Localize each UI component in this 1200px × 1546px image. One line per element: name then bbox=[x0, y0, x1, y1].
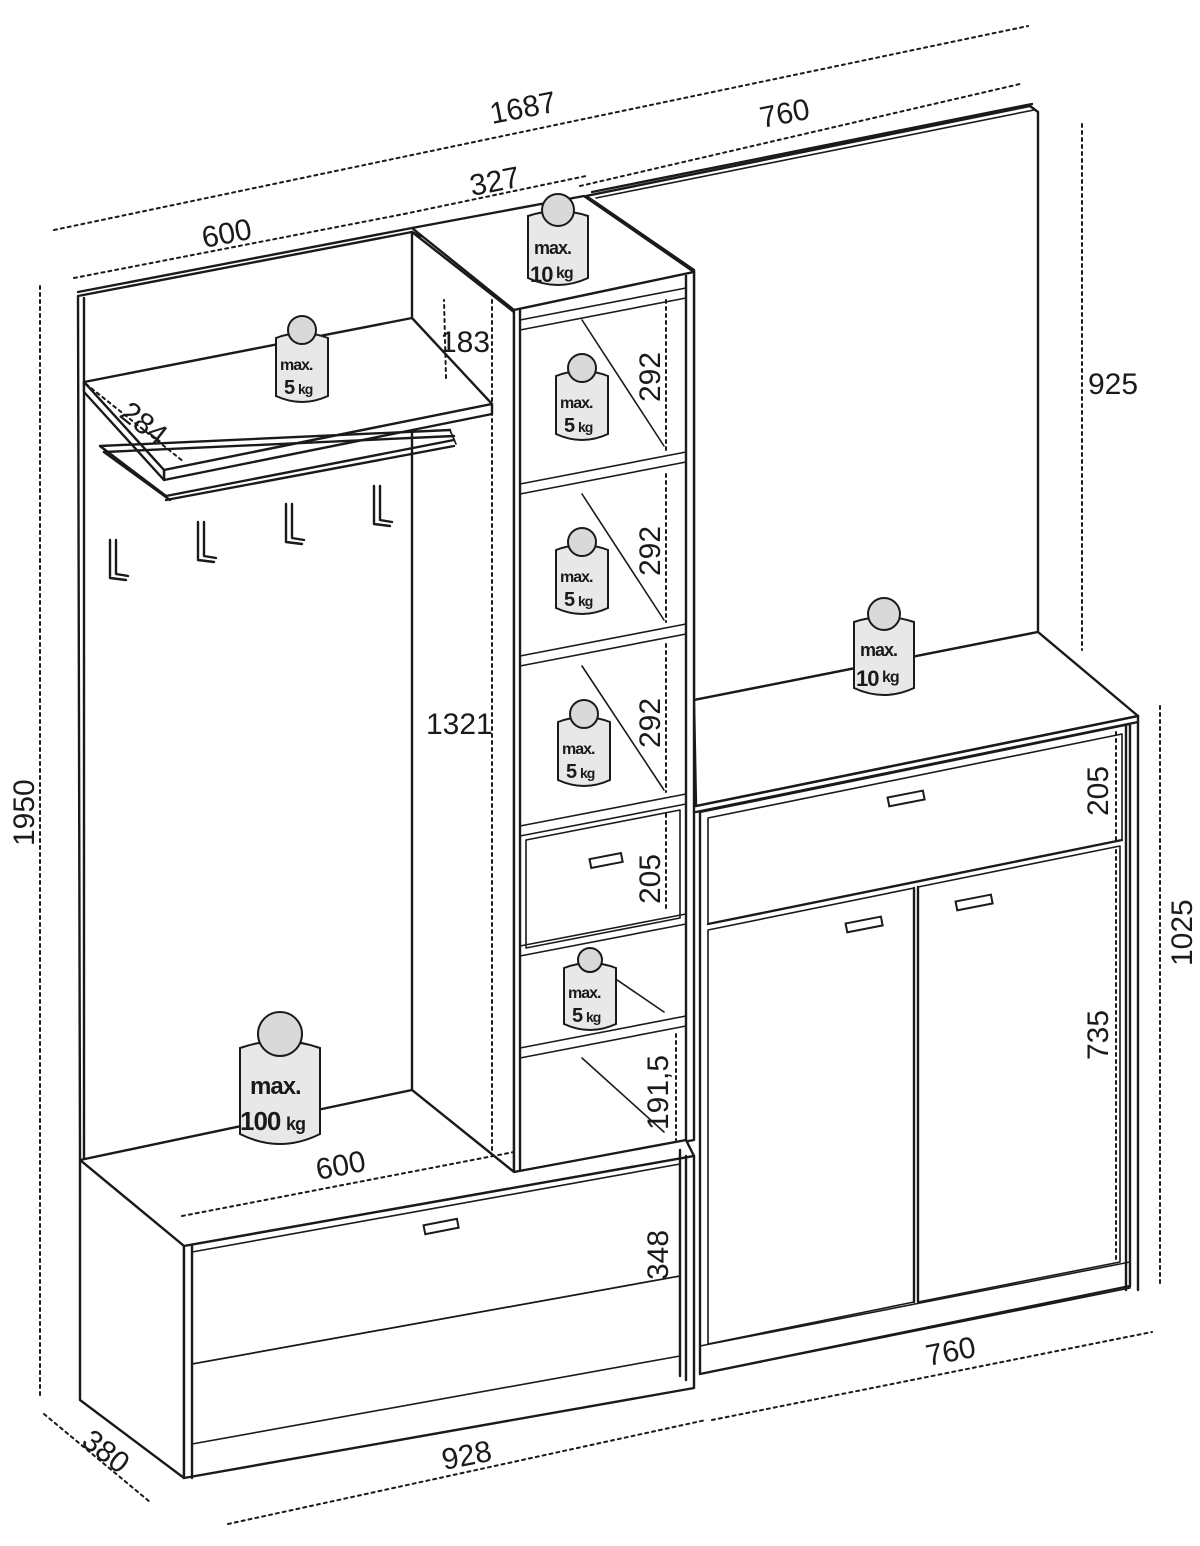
dim-tower-drawer: 205 bbox=[634, 854, 667, 904]
hook-3 bbox=[284, 502, 306, 546]
weight-unit: kg bbox=[298, 381, 313, 397]
weight-icon: max. 10 kg bbox=[527, 193, 589, 287]
weight-unit: kg bbox=[586, 1009, 601, 1025]
dim-right-back-height: 925 bbox=[1088, 368, 1138, 401]
shoe-cabinet bbox=[692, 630, 1140, 1376]
weight-unit: kg bbox=[882, 669, 899, 686]
weight-value: 10 bbox=[530, 262, 553, 287]
weight-max-label: max. bbox=[280, 357, 313, 374]
dim-tower-height: 1321 bbox=[426, 708, 493, 741]
weight-unit: kg bbox=[556, 265, 573, 282]
weight-max-label: max. bbox=[250, 1073, 301, 1100]
door-handle-left bbox=[844, 915, 884, 934]
weight-value: 100 bbox=[240, 1106, 281, 1136]
weight-value: 5 bbox=[284, 377, 295, 399]
weight-icon: max. 5 kg bbox=[555, 527, 609, 615]
weight-value: 5 bbox=[566, 761, 577, 783]
drawer-handle bbox=[886, 789, 926, 808]
dim-compartment-2: 292 bbox=[634, 526, 667, 576]
dim-right-panel-width: 760 bbox=[757, 93, 812, 135]
weight-value: 5 bbox=[564, 589, 575, 611]
weight-icon: max. 5 kg bbox=[557, 699, 611, 787]
dim-left-width: 600 bbox=[199, 213, 254, 255]
weight-max-label: max. bbox=[534, 238, 571, 258]
weight-unit: kg bbox=[286, 1114, 305, 1134]
weight-icon: max. 5 kg bbox=[555, 353, 609, 441]
tower-drawer bbox=[525, 809, 681, 949]
weight-unit: kg bbox=[578, 419, 593, 435]
dim-cabinet-drawer: 205 bbox=[1082, 766, 1115, 816]
weight-max-label: max. bbox=[568, 985, 601, 1002]
dimension-lines bbox=[39, 25, 1161, 1525]
bench-drawer-handle bbox=[422, 1217, 460, 1236]
bench-drawer-bottom bbox=[191, 1275, 681, 1445]
dim-total-height: 1950 bbox=[8, 779, 41, 846]
dim-cabinet-width: 760 bbox=[923, 1331, 978, 1373]
door-handle-right bbox=[954, 893, 994, 912]
dim-compartment-1: 292 bbox=[634, 352, 667, 402]
weight-value: 5 bbox=[564, 415, 575, 437]
weight-max-label: max. bbox=[860, 640, 897, 660]
dim-bench-total-width: 928 bbox=[439, 1435, 494, 1477]
dim-top-shelf-gap: 183 bbox=[440, 326, 490, 359]
coat-hooks bbox=[108, 484, 394, 582]
dim-compartment-3: 292 bbox=[634, 698, 667, 748]
weight-icon: max. 10 kg bbox=[853, 597, 915, 696]
dim-tower-width: 327 bbox=[467, 161, 522, 203]
weight-icon: max. 100 kg bbox=[239, 1011, 321, 1145]
weight-value: 10 bbox=[856, 666, 879, 691]
weight-max-label: max. bbox=[560, 395, 593, 412]
hook-4 bbox=[372, 484, 394, 528]
dim-bench-drawer: 348 bbox=[642, 1230, 675, 1280]
weight-max-label: max. bbox=[560, 569, 593, 586]
weight-value: 5 bbox=[572, 1005, 583, 1027]
weight-unit: kg bbox=[580, 765, 595, 781]
hook-1 bbox=[108, 538, 130, 582]
dim-bottom-compartment: 191,5 bbox=[642, 1055, 675, 1130]
tower-drawer-handle bbox=[588, 851, 624, 870]
weight-icon: max. 5 kg bbox=[563, 947, 617, 1031]
weight-icon: max. 5 kg bbox=[275, 315, 329, 403]
dim-total-width: 1687 bbox=[487, 86, 559, 131]
weight-max-label: max. bbox=[562, 741, 595, 758]
hook-2 bbox=[196, 520, 218, 564]
dim-cabinet-door: 735 bbox=[1082, 1010, 1115, 1060]
dim-cabinet-height: 1025 bbox=[1166, 899, 1199, 966]
weight-unit: kg bbox=[578, 593, 593, 609]
